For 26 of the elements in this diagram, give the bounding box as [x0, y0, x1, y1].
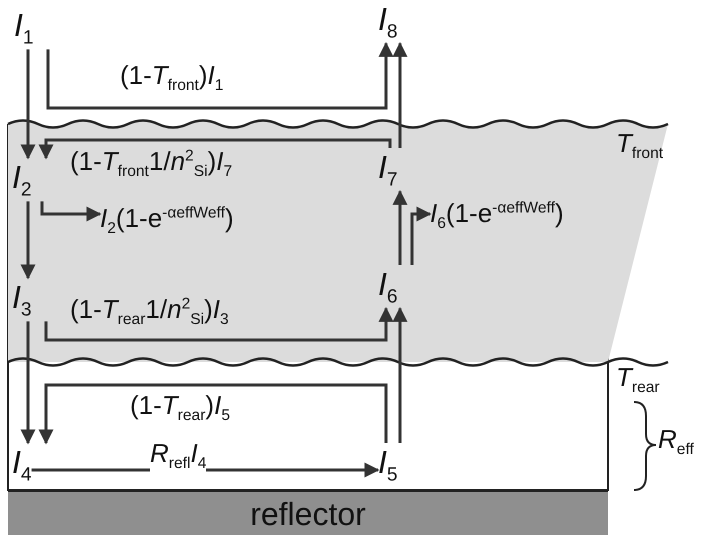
arrow [38, 384, 388, 444]
front-transmission-label: T$_{front}$ [616, 128, 664, 164]
arrow [392, 306, 408, 443]
intensity-label: I$_{1}$ [14, 6, 34, 50]
intensity-label: I$_{6}$ [378, 265, 398, 308]
arrow [38, 138, 392, 160]
arrow [392, 190, 408, 265]
arrow [392, 42, 408, 148]
arrow [44, 306, 394, 342]
effective-reflectance-label: R$_{eff}$ [658, 424, 694, 460]
arrow [20, 321, 36, 444]
arrow [40, 201, 102, 222]
absorption-term: I$_{2}$(1-e$^{-αeffWeff}$) [100, 203, 234, 239]
arrow [410, 206, 432, 265]
intensity-label: I$_{3}$ [12, 278, 32, 322]
intensity-label: I$_{7}$ [378, 148, 398, 192]
arrow [46, 42, 394, 110]
reflector-bar: reflector [8, 490, 608, 535]
intensity-label: I$_{5}$ [378, 443, 398, 486]
absorption-term: I$_{6}$(1-e$^{-αeffWeff}$) [430, 198, 564, 234]
arrow [20, 49, 36, 160]
intensity-label: I$_{2}$ [12, 158, 32, 202]
intensity-label: I$_{4}$ [12, 443, 32, 486]
arrow [20, 201, 36, 280]
rear-transmission-label: T$_{rear}$ [616, 362, 660, 398]
intensity-label: I$_{8}$ [378, 0, 398, 44]
